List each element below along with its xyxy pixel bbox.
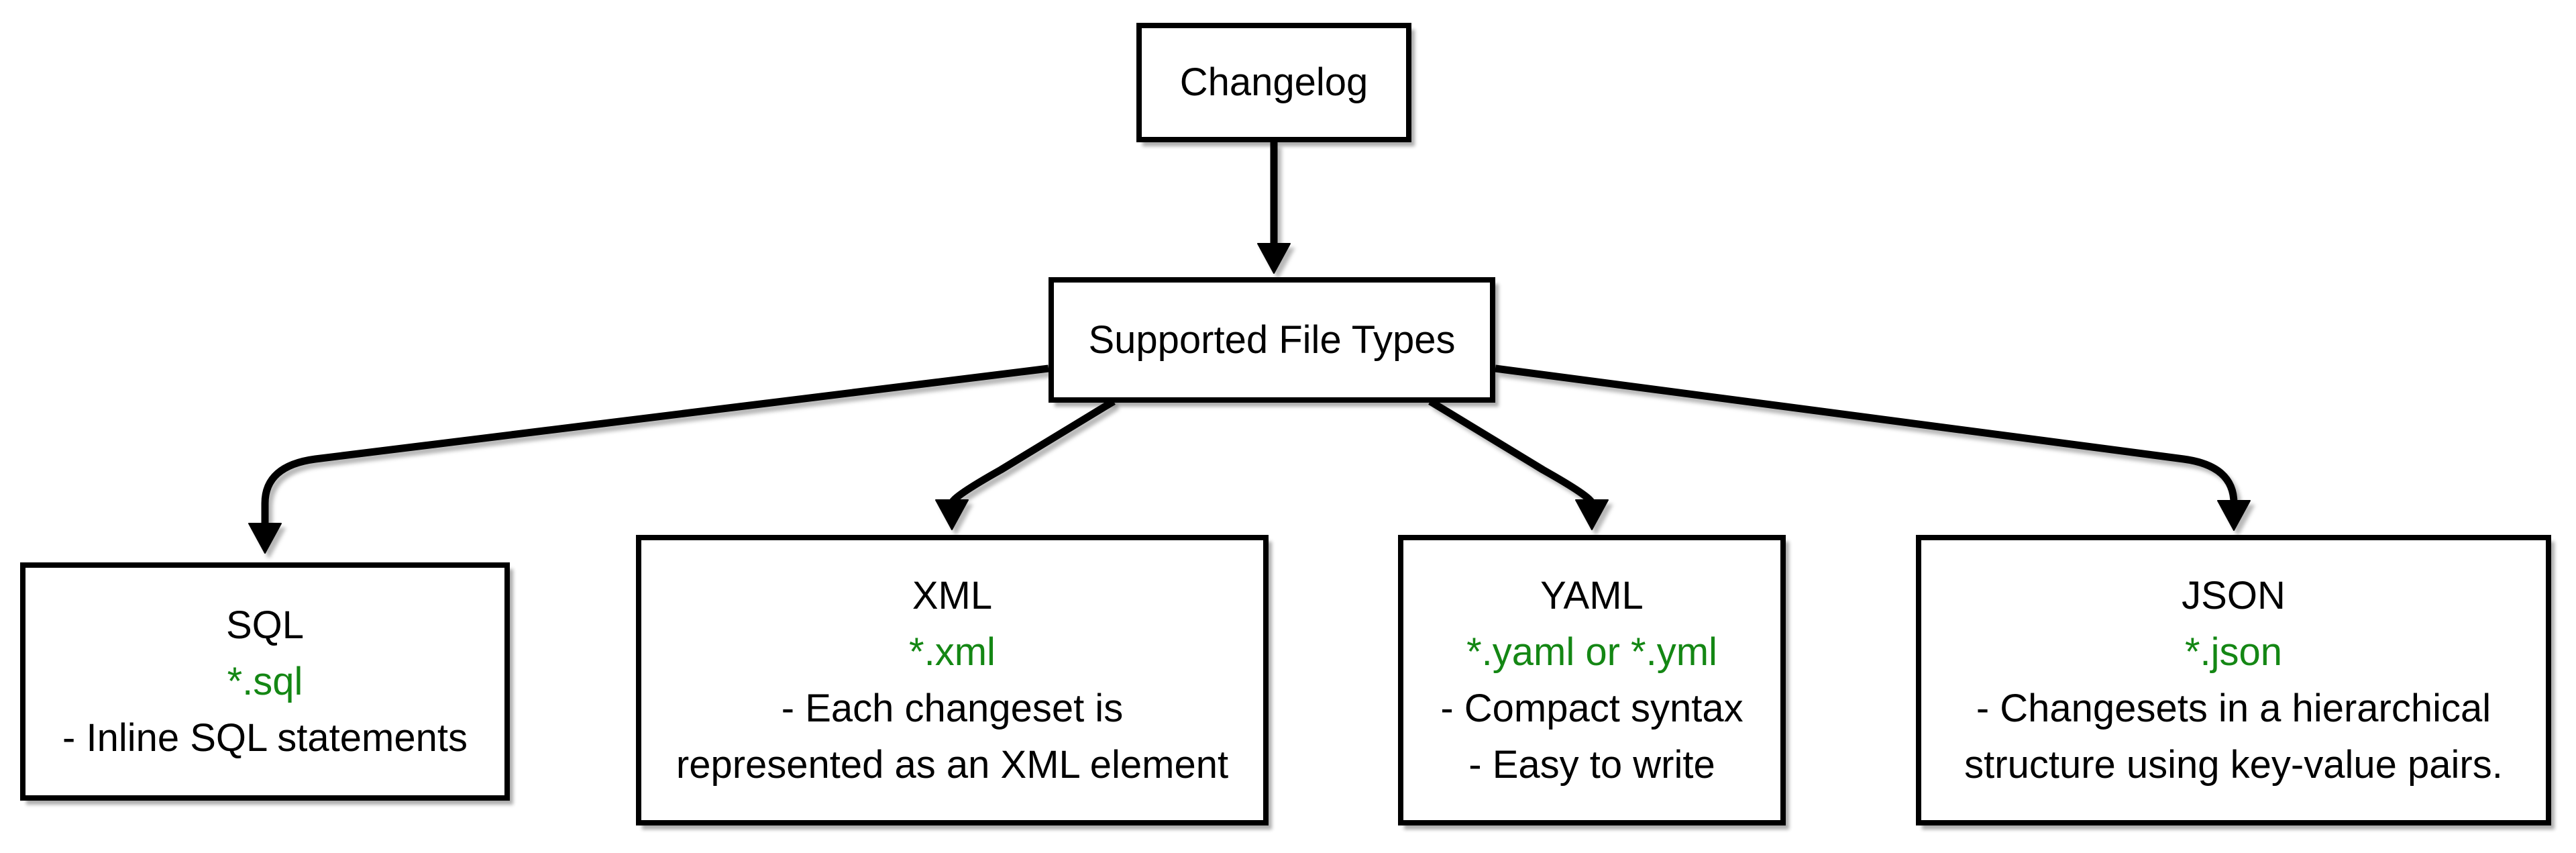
node-title: YAML — [1540, 573, 1644, 617]
node-title: XML — [912, 573, 993, 617]
arrowhead-down-icon — [1257, 243, 1291, 274]
connector-shaft — [948, 398, 1116, 505]
node-title: JSON — [2182, 573, 2286, 617]
connector-shaft — [261, 364, 1049, 526]
connector-shaft — [1495, 364, 2238, 504]
file-extension: *.sql — [227, 659, 303, 703]
file-extension: *.json — [2184, 630, 2283, 674]
file-extension: *.yaml or *.yml — [1466, 630, 1717, 674]
connector-supported-file-types-to-json — [1495, 364, 2251, 531]
node-sql: SQL *.sql - Inline SQL statements — [20, 562, 510, 801]
node-json: JSON *.json - Changesets in a hierarchic… — [1916, 535, 2551, 825]
arrowhead-down-icon — [2217, 500, 2251, 531]
note-line: structure using key-value pairs. — [1964, 742, 2503, 787]
note-line: represented as an XML element — [676, 742, 1229, 787]
node-yaml: YAML *.yaml or *.yml - Compact syntax - … — [1398, 535, 1786, 825]
arrowhead-down-icon — [1575, 499, 1609, 530]
file-extension: *.xml — [909, 630, 996, 674]
connector-supported-file-types-to-sql — [248, 364, 1049, 554]
connector-changelog-to-supported-file-types — [1257, 142, 1291, 274]
node-title: Supported File Types — [1088, 317, 1456, 362]
connector-supported-file-types-to-xml — [935, 398, 1116, 530]
connector-supported-file-types-to-yaml — [1428, 398, 1609, 530]
arrowhead-down-icon — [248, 523, 282, 554]
connector-shaft — [1428, 398, 1596, 505]
arrowhead-down-icon — [935, 499, 969, 530]
node-changelog: Changelog — [1136, 23, 1411, 142]
node-title: Changelog — [1179, 60, 1368, 104]
note-line: - Easy to write — [1468, 742, 1715, 787]
node-xml: XML *.xml - Each changeset is represente… — [636, 535, 1269, 825]
node-supported-file-types: Supported File Types — [1049, 277, 1495, 403]
note-line: - Changesets in a hierarchical — [1976, 686, 2491, 730]
note-line: - Each changeset is — [781, 686, 1124, 730]
node-title: SQL — [225, 603, 305, 647]
note-line: - Compact syntax — [1440, 686, 1743, 730]
note-line: - Inline SQL statements — [62, 715, 468, 760]
